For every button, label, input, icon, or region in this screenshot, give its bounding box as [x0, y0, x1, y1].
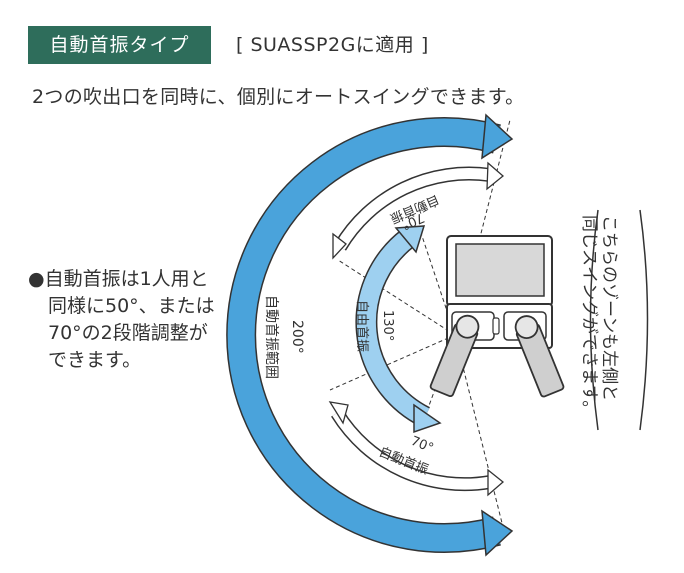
- model-applicability: [ SUASSP2Gに適用 ]: [236, 34, 429, 56]
- swing-adjust-note: ●自動首振は1人用と 同様に50°、または 70°の2段階調整が できます。: [28, 266, 243, 374]
- inner-range-label: 自由首振: [354, 300, 369, 352]
- inner-arc-arrowhead-bottom: [413, 403, 442, 434]
- outer-arc-arrowhead-bottom: [481, 509, 514, 557]
- outer-swing-arc: [226, 113, 514, 557]
- intro-text: 2つの吹出口を同時に、個別にオートスイングできます。: [32, 86, 525, 108]
- right-nozzle: [514, 315, 565, 398]
- inner-angle-label: 130°: [380, 310, 395, 341]
- side-note-col2: 同じスイングができます。: [579, 215, 599, 417]
- outer-angle-label: 200°: [289, 320, 305, 354]
- side-note-paren-left: [589, 209, 599, 431]
- inner-free-swing-arc: [355, 225, 442, 434]
- inner-arc-arrowhead-top: [394, 225, 426, 254]
- note-line-2: 同様に50°、または: [48, 295, 215, 317]
- side-note-col1: こちらのゾーンも左側と: [599, 215, 619, 401]
- side-note-paren-right: [639, 209, 649, 431]
- outer-arc-arrowhead-top: [481, 113, 514, 160]
- note-line-3: 70°の2段階調整が: [48, 322, 208, 344]
- note-line-1: ●自動首振は1人用と: [28, 268, 209, 290]
- lower-auto-swing-arrow: [328, 401, 505, 497]
- lower-angle-label: 70°: [409, 434, 436, 457]
- note-line-4: できます。: [48, 349, 142, 371]
- type-badge: 自動首振タイプ: [28, 26, 211, 64]
- outer-range-label: 自動首振範囲: [263, 295, 280, 379]
- upper-auto-swing-arrow: [332, 161, 505, 260]
- left-nozzle: [429, 314, 480, 398]
